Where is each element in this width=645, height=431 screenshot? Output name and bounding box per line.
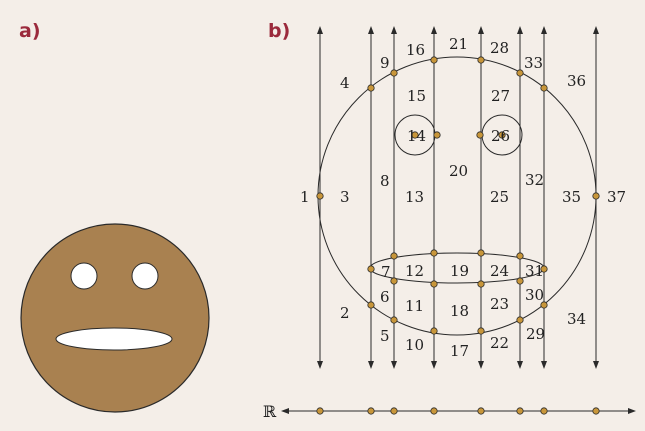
face-disc: [20, 223, 210, 413]
region-label: 29: [526, 325, 545, 343]
vertex-dot: [390, 277, 398, 285]
region-label: 10: [405, 336, 424, 354]
region-label: 1: [300, 188, 310, 206]
vertex-dot: [540, 84, 548, 92]
region-label: 34: [567, 310, 586, 328]
region-label: 14: [407, 127, 426, 145]
vertex-dot: [516, 252, 524, 260]
real-line-point: [540, 407, 548, 415]
vertex-dot: [390, 69, 398, 77]
region-label: 5: [380, 327, 390, 345]
region-label: 12: [405, 262, 424, 280]
region-label: 16: [406, 41, 425, 59]
vertex-dot: [516, 277, 524, 285]
vertex-dot: [430, 280, 438, 288]
real-line: ℝ: [263, 402, 636, 421]
region-label: 28: [490, 39, 509, 57]
vertex-dot: [316, 192, 324, 200]
vertex-dot: [516, 69, 524, 77]
region-label: 23: [490, 295, 509, 313]
region-label: 19: [450, 262, 469, 280]
real-line-point: [592, 407, 600, 415]
right-eye: [131, 262, 159, 290]
vertex-dot: [498, 131, 506, 139]
region-label: 32: [525, 171, 544, 189]
vertex-dot: [390, 316, 398, 324]
vertex-dot: [592, 192, 600, 200]
real-line-point: [390, 407, 398, 415]
panel-a-label: a): [19, 20, 41, 42]
real-line-point: [516, 407, 524, 415]
region-labels: 1234567891011121314151617181920212223242…: [300, 35, 626, 360]
vertex-dot: [433, 131, 441, 139]
region-label: 33: [524, 54, 543, 72]
vertex-dot: [477, 249, 485, 257]
panel-b-label: b): [268, 20, 291, 42]
region-label: 4: [340, 74, 350, 92]
region-label: 36: [567, 72, 586, 90]
vertex-dot: [477, 56, 485, 64]
vertices: [316, 56, 600, 335]
vertex-dot: [540, 301, 548, 309]
vertex-dot: [411, 131, 419, 139]
region-label: 35: [562, 188, 581, 206]
region-label: 8: [380, 172, 390, 190]
left-eye: [70, 262, 98, 290]
region-label: 13: [405, 188, 424, 206]
region-label: 2: [340, 304, 350, 322]
region-label: 7: [381, 263, 391, 281]
vertex-dot: [540, 265, 548, 273]
vertex-dot: [477, 280, 485, 288]
vertex-dot: [476, 131, 484, 139]
region-label: 6: [380, 288, 390, 306]
region-label: 31: [525, 262, 544, 280]
real-line-label: ℝ: [263, 402, 277, 421]
region-label: 22: [490, 334, 509, 352]
region-label: 11: [405, 297, 424, 315]
region-label: 21: [449, 35, 468, 53]
region-label: 27: [491, 87, 510, 105]
real-line-point: [367, 407, 375, 415]
vertical-lines: [317, 26, 599, 369]
region-label: 17: [450, 342, 469, 360]
vertex-dot: [430, 327, 438, 335]
region-label: 20: [449, 162, 468, 180]
real-line-points: [316, 407, 600, 415]
region-label: 18: [450, 302, 469, 320]
vertex-dot: [367, 84, 375, 92]
vertex-dot: [367, 301, 375, 309]
region-label: 37: [607, 188, 626, 206]
real-line-point: [430, 407, 438, 415]
real-line-point: [477, 407, 485, 415]
region-label: 9: [380, 54, 390, 72]
face-outline: [317, 56, 597, 336]
vertex-dot: [516, 316, 524, 324]
vertex-dot: [430, 249, 438, 257]
vertex-dot: [367, 265, 375, 273]
vertex-dot: [477, 327, 485, 335]
smiley-face-icon: [20, 223, 210, 413]
region-label: 3: [340, 188, 350, 206]
region-label: 25: [490, 188, 509, 206]
region-label: 24: [490, 262, 509, 280]
region-label: 30: [525, 286, 544, 304]
region-label: 26: [491, 127, 510, 145]
region-label: 15: [407, 87, 426, 105]
cell-decomposition: 1234567891011121314151617181920212223242…: [300, 26, 626, 369]
real-line-point: [316, 407, 324, 415]
vertex-dot: [430, 56, 438, 64]
vertex-dot: [390, 252, 398, 260]
mouth: [55, 327, 173, 351]
